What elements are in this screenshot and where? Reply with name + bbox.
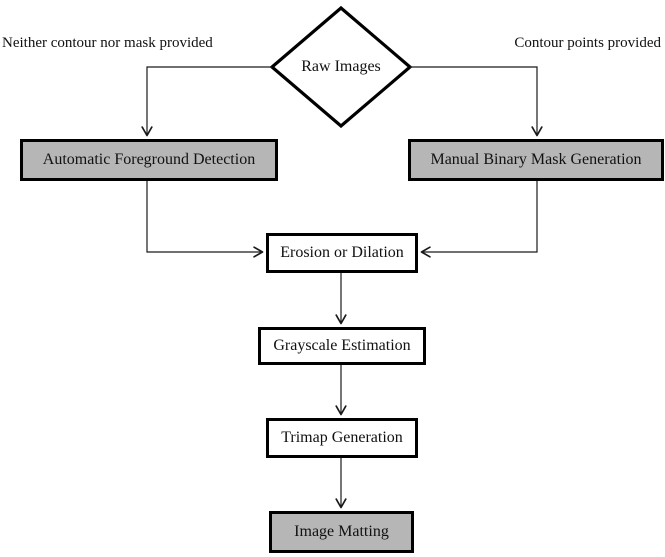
node-automatic-foreground-detection: Automatic Foreground Detection: [20, 139, 278, 181]
node-manual-binary-mask-generation: Manual Binary Mask Generation: [408, 139, 664, 181]
edge-label-no-contour: Neither contour nor mask provided: [2, 35, 213, 51]
node-erosion-or-dilation: Erosion or Dilation: [266, 233, 418, 273]
node-grayscale-estimation: Grayscale Estimation: [258, 327, 426, 365]
node-erosion-or-dilation-label: Erosion or Dilation: [280, 244, 404, 261]
node-trimap-generation-label: Trimap Generation: [281, 429, 403, 446]
raw-images-diamond: [269, 5, 413, 129]
arrow-manualmask-to-erosion: [420, 181, 538, 258]
arrow-autofg-to-erosion: [146, 181, 264, 258]
node-automatic-foreground-detection-label: Automatic Foreground Detection: [42, 151, 256, 168]
node-trimap-generation: Trimap Generation: [266, 418, 418, 458]
node-grayscale-estimation-label: Grayscale Estimation: [273, 337, 411, 354]
node-raw-images-label: Raw Images: [301, 58, 381, 75]
node-image-matting-label: Image Matting: [294, 523, 389, 540]
node-image-matting: Image Matting: [269, 511, 414, 553]
node-manual-binary-mask-generation-label: Manual Binary Mask Generation: [430, 151, 642, 168]
arrow-raw-to-manualmask: [410, 66, 543, 137]
edge-label-contour-provided: Contour points provided: [514, 35, 661, 51]
arrow-raw-to-autofg: [141, 66, 272, 137]
